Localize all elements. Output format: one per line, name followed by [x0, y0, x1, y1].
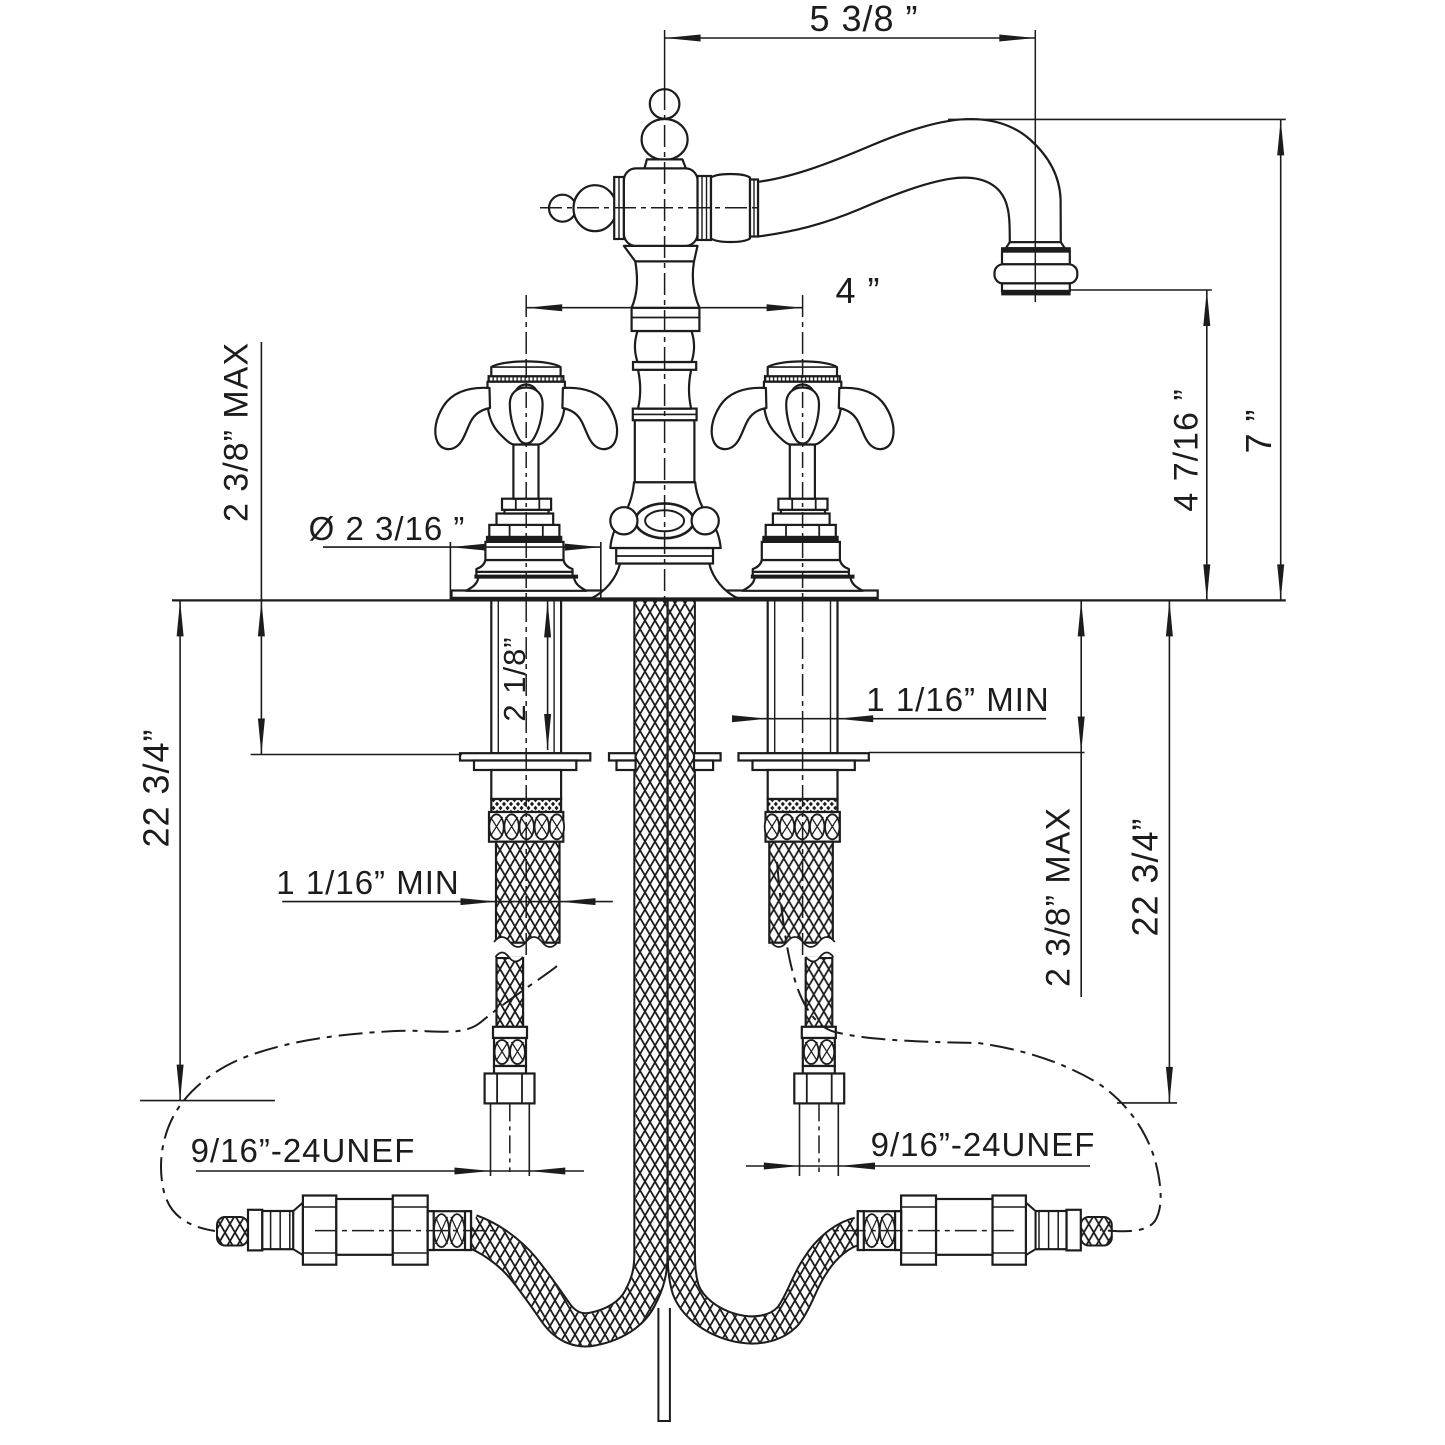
- svg-text:5 3/8 ”: 5 3/8 ”: [809, 0, 918, 39]
- svg-text:7 ”: 7 ”: [1238, 408, 1279, 453]
- svg-text:22 3/4”: 22 3/4”: [136, 728, 177, 847]
- svg-text:2 3/8” MAX: 2 3/8” MAX: [1040, 807, 1078, 987]
- svg-text:9/16”-24UNEF: 9/16”-24UNEF: [871, 1126, 1096, 1163]
- svg-text:4 7/16 ”: 4 7/16 ”: [1168, 388, 1206, 511]
- svg-text:2 1/8”: 2 1/8”: [497, 636, 532, 721]
- svg-text:4 ”: 4 ”: [835, 270, 880, 311]
- svg-text:2 3/8” MAX: 2 3/8” MAX: [218, 342, 256, 522]
- svg-text:1 1/16” MIN: 1 1/16” MIN: [276, 864, 459, 901]
- svg-text:1 1/16” MIN: 1 1/16” MIN: [866, 681, 1049, 718]
- svg-text:Ø 2 3/16 ”: Ø 2 3/16 ”: [309, 510, 466, 547]
- svg-text:22 3/4”: 22 3/4”: [1125, 817, 1166, 936]
- svg-text:9/16”-24UNEF: 9/16”-24UNEF: [191, 1132, 416, 1169]
